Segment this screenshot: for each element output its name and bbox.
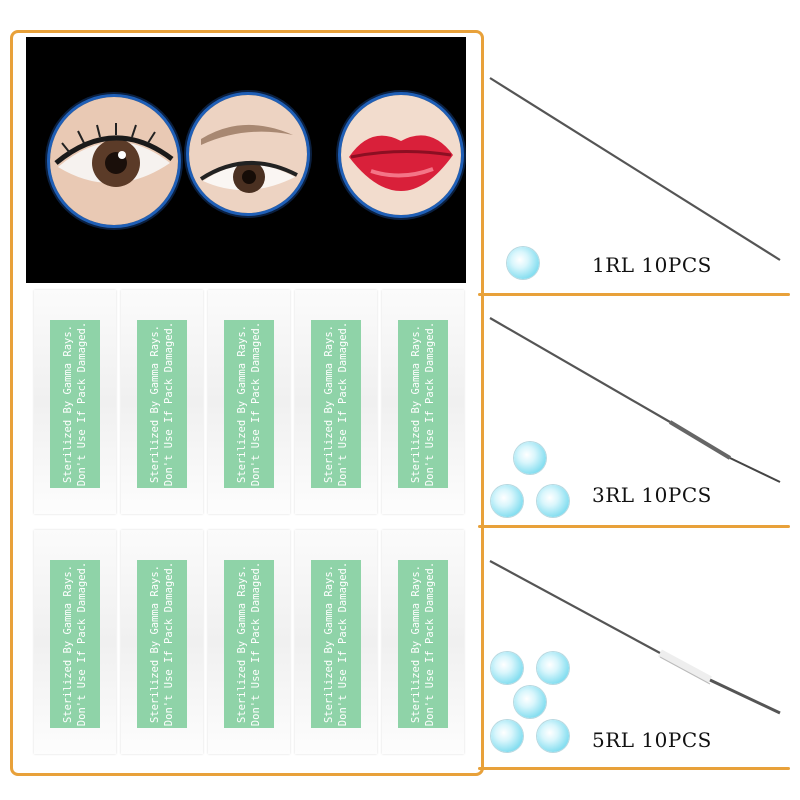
needle-caption-1rl: 1RL 10PCS [592,253,712,277]
packet-label: Sterilized By Gamma Rays.Don't Use If Pa… [224,560,274,728]
packet-label: Sterilized By Gamma Rays.Don't Use If Pa… [50,560,100,728]
bead-icon [537,720,569,752]
label-line-2: Don't Use If Pack Damaged. [250,321,262,487]
divider-line [478,525,790,528]
lips-image [341,95,461,215]
sterile-packet: Sterilized By Gamma Rays.Don't Use If Pa… [295,290,377,514]
needle-caption-3rl: 3RL 10PCS [592,483,712,507]
label-line-2: Don't Use If Pack Damaged. [163,321,175,487]
label-line-2: Don't Use If Pack Damaged. [163,561,175,727]
bead-icon [491,485,523,517]
bead-icon [507,247,539,279]
label-line-1: Sterilized By Gamma Rays. [323,564,335,724]
bead-icon [491,652,523,684]
sterile-packet: Sterilized By Gamma Rays.Don't Use If Pa… [382,290,464,514]
label-line-2: Don't Use If Pack Damaged. [337,561,349,727]
label-line-1: Sterilized By Gamma Rays. [410,324,422,484]
packet-label: Sterilized By Gamma Rays.Don't Use If Pa… [137,560,187,728]
packet-label: Sterilized By Gamma Rays.Don't Use If Pa… [311,320,361,488]
packet-label: Sterilized By Gamma Rays.Don't Use If Pa… [137,320,187,488]
needle-3rl [489,317,781,483]
sterile-packet: Sterilized By Gamma Rays.Don't Use If Pa… [34,290,116,514]
label-line-1: Sterilized By Gamma Rays. [410,564,422,724]
bead-icon [514,686,546,718]
sterile-packet: Sterilized By Gamma Rays.Don't Use If Pa… [121,290,203,514]
bead-icon [514,442,546,474]
label-line-2: Don't Use If Pack Damaged. [76,561,88,727]
divider-line [478,293,790,296]
needle-caption-5rl: 5RL 10PCS [592,728,712,752]
label-line-1: Sterilized By Gamma Rays. [236,564,248,724]
label-line-2: Don't Use If Pack Damaged. [424,561,436,727]
label-line-2: Don't Use If Pack Damaged. [424,321,436,487]
product-frame [10,30,484,776]
packet-label: Sterilized By Gamma Rays.Don't Use If Pa… [311,560,361,728]
bead-icon [537,652,569,684]
label-line-1: Sterilized By Gamma Rays. [149,564,161,724]
sterile-packet: Sterilized By Gamma Rays.Don't Use If Pa… [208,530,290,754]
bead-icon [491,720,523,752]
sterile-packet: Sterilized By Gamma Rays.Don't Use If Pa… [295,530,377,754]
eyebrow-image [189,95,307,213]
packet-label: Sterilized By Gamma Rays.Don't Use If Pa… [398,560,448,728]
label-line-2: Don't Use If Pack Damaged. [250,561,262,727]
sterile-packet: Sterilized By Gamma Rays.Don't Use If Pa… [382,530,464,754]
eyeliner-image [50,97,178,225]
bead-icon [537,485,569,517]
sterile-packet: Sterilized By Gamma Rays.Don't Use If Pa… [208,290,290,514]
packet-label: Sterilized By Gamma Rays.Don't Use If Pa… [50,320,100,488]
packet-label: Sterilized By Gamma Rays.Don't Use If Pa… [398,320,448,488]
divider-line [478,767,790,770]
needle-1rl [489,77,781,261]
label-line-1: Sterilized By Gamma Rays. [323,324,335,484]
needle-5rl [489,560,781,715]
sterile-packet: Sterilized By Gamma Rays.Don't Use If Pa… [34,530,116,754]
sterile-packet: Sterilized By Gamma Rays.Don't Use If Pa… [121,530,203,754]
label-line-2: Don't Use If Pack Damaged. [76,321,88,487]
label-line-1: Sterilized By Gamma Rays. [62,564,74,724]
label-line-1: Sterilized By Gamma Rays. [149,324,161,484]
label-line-2: Don't Use If Pack Damaged. [337,321,349,487]
label-line-1: Sterilized By Gamma Rays. [236,324,248,484]
packet-label: Sterilized By Gamma Rays.Don't Use If Pa… [224,320,274,488]
application-banner [26,37,466,283]
label-line-1: Sterilized By Gamma Rays. [62,324,74,484]
